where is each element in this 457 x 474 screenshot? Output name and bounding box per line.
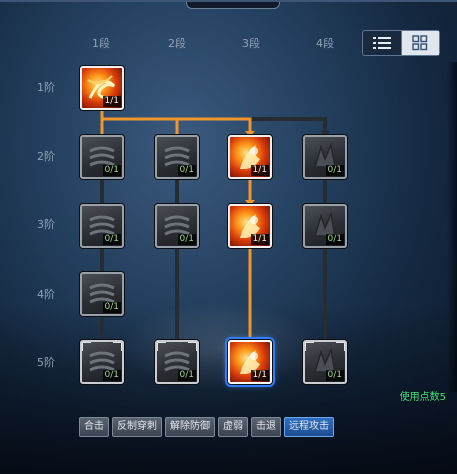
column-label-1: 1段 [92, 37, 110, 50]
row-label-4: 4阶 [37, 288, 55, 301]
tag-break-defense[interactable]: 解除防御 [165, 417, 215, 437]
skill-count: 0/1 [102, 234, 121, 245]
column-label-3: 3段 [242, 37, 260, 50]
tag-ranged-attack[interactable]: 远程攻击 [284, 417, 334, 437]
fire-blast-icon [240, 145, 260, 169]
skill-node-r2c2[interactable]: 0/1 [155, 135, 199, 179]
row-label-5: 5阶 [37, 356, 55, 369]
grid-view-button[interactable] [400, 31, 439, 55]
background-scenery [0, 304, 457, 474]
fire-blast-icon [240, 214, 260, 238]
skill-count: 0/1 [325, 165, 344, 176]
tag-knockback[interactable]: 击退 [251, 417, 281, 437]
tag-combo[interactable]: 合击 [79, 417, 109, 437]
skill-node-r2c1[interactable]: 0/1 [80, 135, 124, 179]
skill-count: 1/1 [250, 370, 269, 381]
view-toggle [362, 30, 440, 56]
row-label-3: 3阶 [37, 218, 55, 231]
list-view-button[interactable] [363, 31, 401, 55]
skill-count: 1/1 [250, 165, 269, 176]
tag-counter-pierce[interactable]: 反制穿刺 [112, 417, 162, 437]
skill-count: 1/1 [102, 96, 121, 107]
points-used-label: 使用点数5 [399, 392, 446, 403]
right-edge-shadow [447, 62, 457, 392]
list-view-icon [372, 37, 391, 49]
skill-count: 0/1 [177, 165, 196, 176]
row-label-1: 1阶 [37, 81, 55, 94]
skill-count: 0/1 [177, 234, 196, 245]
claw-icon [89, 146, 115, 167]
claw-icon [164, 146, 190, 167]
skill-node-r2c4[interactable]: 0/1 [303, 135, 347, 179]
grid-view-icon [412, 35, 428, 51]
tag-weaken[interactable]: 虚弱 [218, 417, 248, 437]
skill-node-r3c3[interactable]: 1/1 [228, 204, 272, 248]
claw-icon [164, 351, 190, 372]
skill-count: 0/1 [177, 370, 196, 381]
fire-spiral-icon [87, 75, 116, 100]
skill-count: 0/1 [325, 370, 344, 381]
skill-tag-bar: 合击 反制穿刺 解除防御 虚弱 击退 远程攻击 [79, 417, 334, 437]
skill-count: 1/1 [250, 234, 269, 245]
claw-icon [89, 283, 115, 304]
fire-blast-icon [240, 350, 260, 374]
skill-count: 0/1 [102, 165, 121, 176]
skill-node-r3c4[interactable]: 0/1 [303, 204, 347, 248]
row-label-2: 2阶 [37, 150, 55, 163]
skill-node-r3c2[interactable]: 0/1 [155, 204, 199, 248]
skill-node-r3c1[interactable]: 0/1 [80, 204, 124, 248]
column-label-4: 4段 [316, 37, 334, 50]
skill-node-r5c1[interactable]: 0/1 [80, 340, 124, 384]
arrow-r2c3 [245, 131, 255, 137]
skill-node-r5c4[interactable]: 0/1 [303, 340, 347, 384]
column-label-2: 2段 [168, 37, 186, 50]
skill-node-r4c1[interactable]: 0/1 [80, 272, 124, 316]
claw-icon [89, 351, 115, 372]
skill-node-r5c2[interactable]: 0/1 [155, 340, 199, 384]
claw-icon [164, 215, 190, 236]
connector-to-r2c4 [250, 117, 327, 134]
skill-node-r5c3[interactable]: 1/1 [228, 340, 272, 384]
claw-icon [89, 215, 115, 236]
skill-count: 0/1 [102, 302, 121, 313]
skill-node-r2c3[interactable]: 1/1 [228, 135, 272, 179]
skill-node-r1c1[interactable]: 1/1 [80, 66, 124, 110]
skill-count: 0/1 [325, 234, 344, 245]
arrow-r3c3 [245, 200, 255, 206]
skill-count: 0/1 [102, 370, 121, 381]
arrow-r2c4 [320, 131, 330, 137]
